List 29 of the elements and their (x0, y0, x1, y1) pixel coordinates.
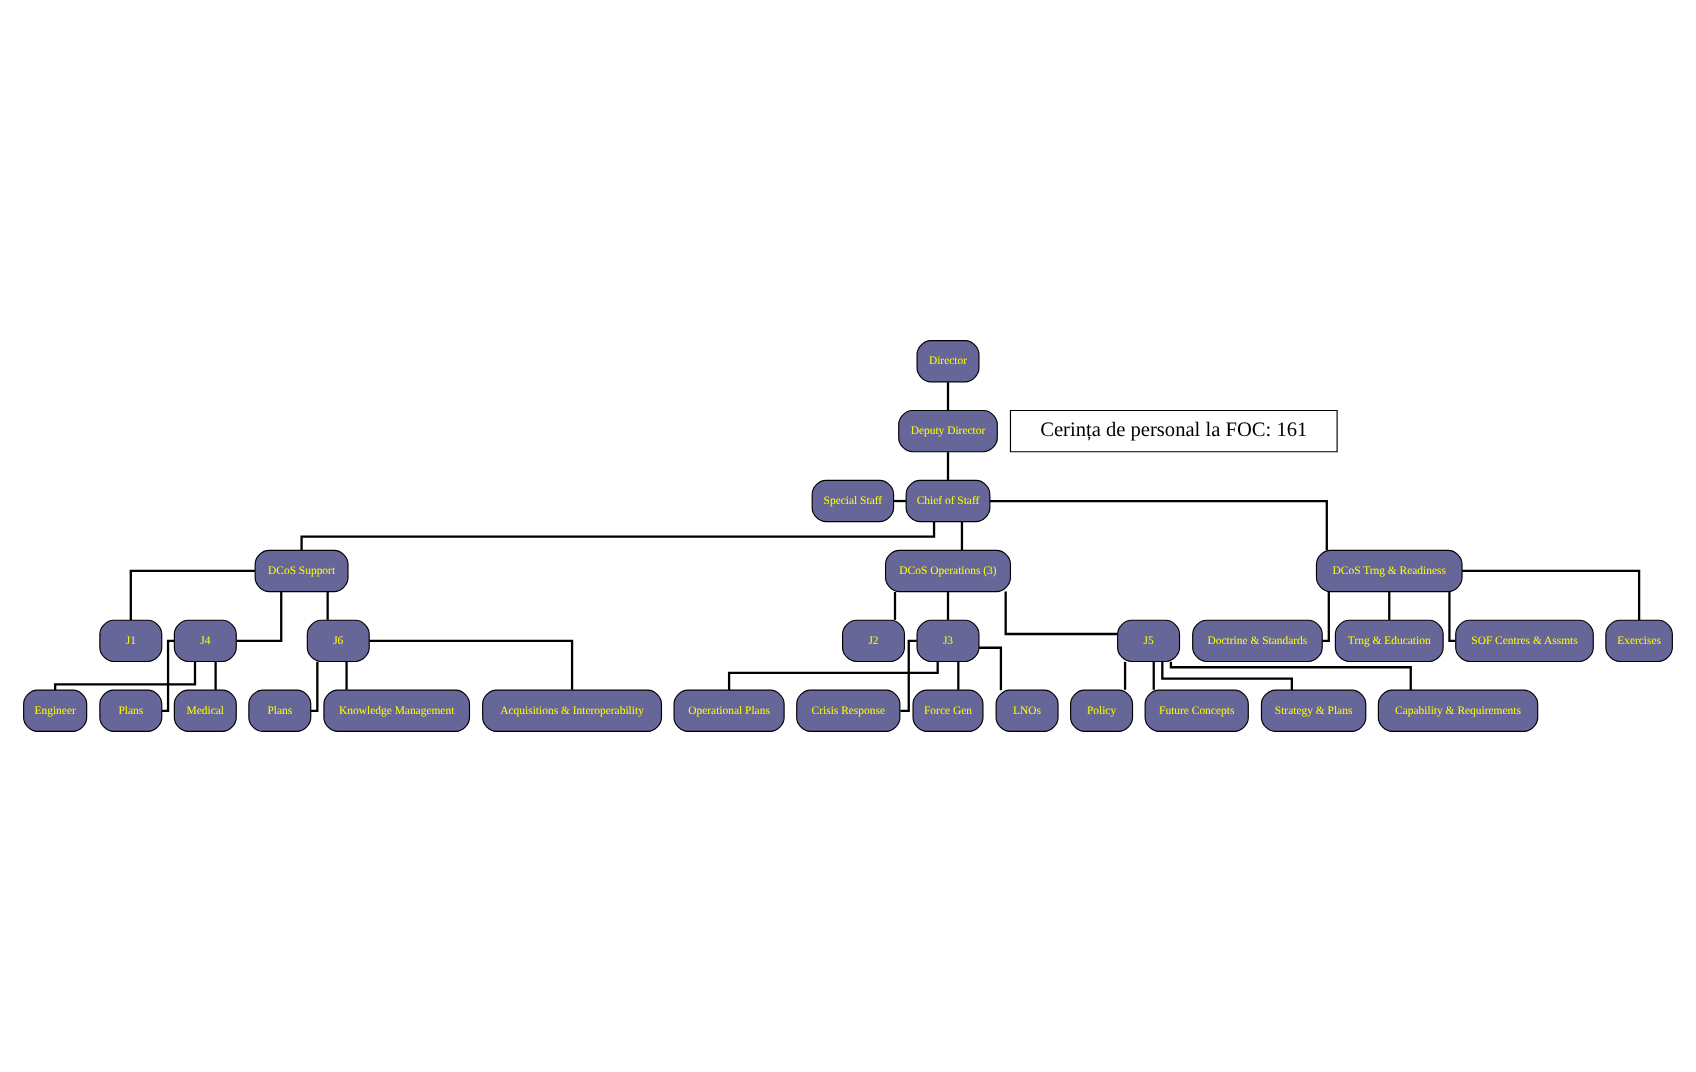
connector (990, 499, 1328, 550)
connector (1004, 591, 1118, 636)
connector (960, 522, 964, 550)
connector (727, 661, 939, 691)
connector (326, 591, 329, 620)
node-box: Cerința de personal la FOC: 161 (1009, 409, 1338, 453)
connector (893, 591, 897, 620)
connector (310, 661, 319, 712)
connector (300, 521, 936, 551)
connector (1388, 591, 1391, 620)
connector (946, 591, 950, 620)
connector (1462, 569, 1641, 620)
connector (369, 639, 574, 690)
connector (1152, 661, 1155, 690)
connector (900, 639, 917, 712)
connector (214, 661, 217, 690)
connector (979, 646, 1003, 691)
connector (54, 661, 197, 690)
connector (161, 639, 175, 712)
connector (236, 591, 283, 642)
connector (345, 661, 348, 690)
connector (129, 569, 255, 620)
connector (1448, 591, 1456, 642)
connector (1322, 591, 1330, 642)
connector (1123, 661, 1127, 690)
connector (946, 382, 950, 411)
connector (946, 452, 950, 481)
connector (1161, 661, 1293, 690)
connector (957, 661, 960, 690)
